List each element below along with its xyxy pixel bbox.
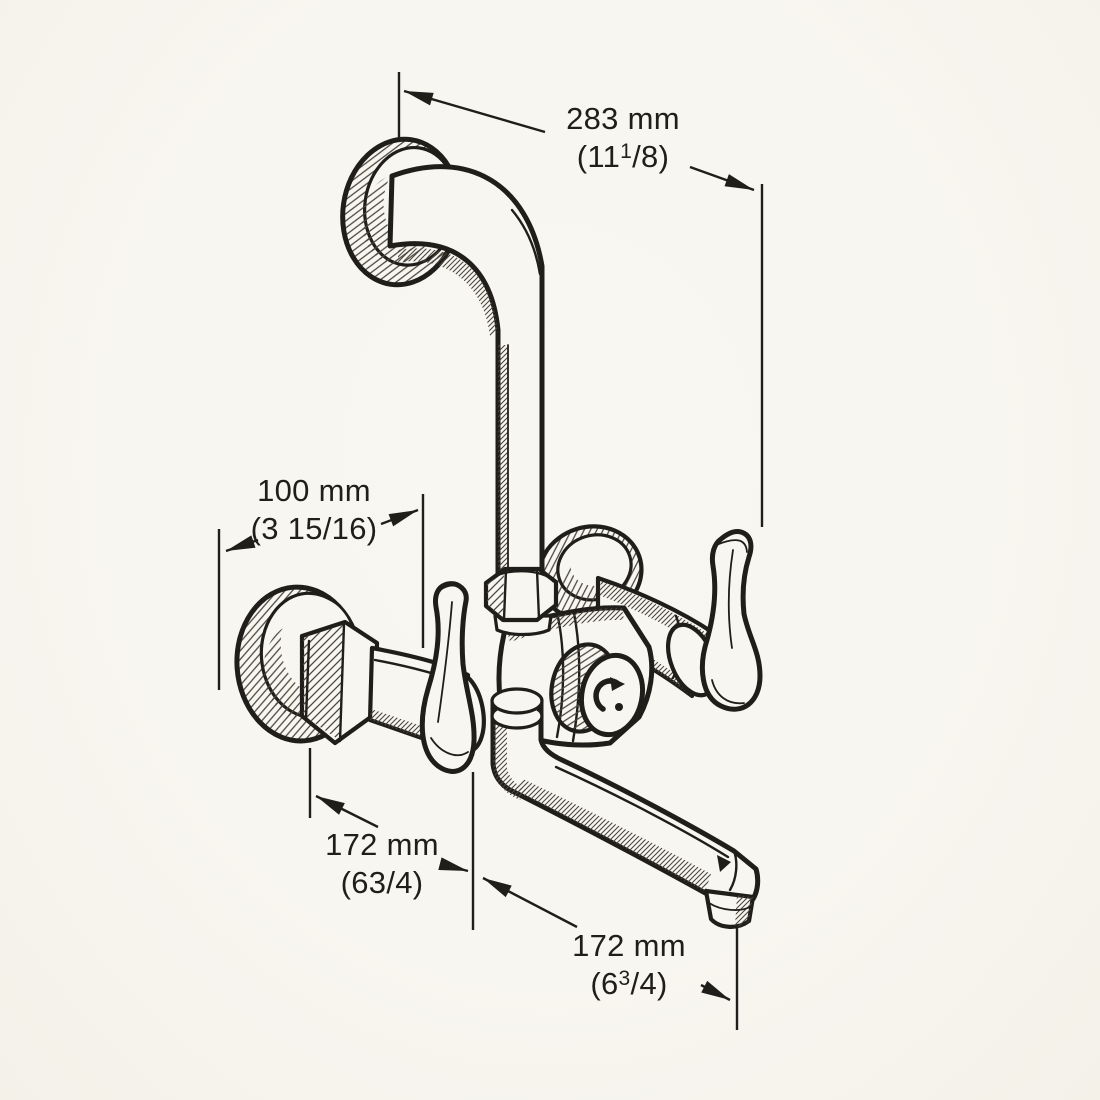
diverter-cap	[549, 642, 646, 738]
imperial-prefix: (6	[590, 966, 619, 1001]
dimension-metric-value: 172 mm	[572, 928, 686, 963]
riser-hex-nut	[483, 566, 559, 637]
dim-leader-arrow	[700, 980, 731, 1002]
dimension-label-wall-centers: 100 mm (3 15/16)	[251, 472, 378, 552]
dim-leader-arrow	[380, 508, 419, 527]
dimension-lines	[217, 72, 764, 1030]
imperial-suffix: 3/4)	[368, 865, 424, 900]
imperial-superscript: 1	[620, 140, 633, 163]
right-lever-handle	[699, 529, 763, 712]
cap-face	[578, 652, 646, 738]
lever-blade	[419, 581, 477, 774]
dimension-label-spout-length: 172 mm (63/4)	[572, 927, 686, 1007]
dimension-metric-value: 100 mm	[257, 473, 371, 508]
dim-leader-arrow	[225, 535, 259, 553]
spout	[490, 687, 761, 929]
dimension-imperial-value: (63/4)	[572, 965, 686, 1007]
riser-pipe	[387, 164, 545, 588]
imperial-prefix: (3 15/16	[250, 511, 367, 546]
dimension-metric-value: 283 mm	[566, 101, 680, 136]
imperial-suffix: )	[366, 511, 378, 546]
dimension-imperial-value: (3 15/16)	[251, 510, 378, 552]
left-lever-handle	[419, 581, 477, 774]
dim-leader-arrow	[689, 165, 755, 192]
imperial-prefix: (6	[340, 865, 369, 900]
spout-top-edge	[554, 765, 730, 859]
dim-leader-arrow	[438, 857, 469, 873]
dimension-imperial-value: (63/4)	[325, 864, 439, 906]
dim-leader-arrow	[403, 89, 546, 134]
tube-collar	[490, 687, 544, 715]
left-hex-coupling	[299, 619, 380, 746]
imperial-superscript: 3	[618, 967, 631, 990]
imperial-prefix: (11	[576, 139, 621, 174]
imperial-suffix: /4)	[630, 966, 668, 1001]
dim-leader-arrow	[315, 794, 379, 829]
dimension-label-spout-offset: 172 mm (63/4)	[325, 826, 439, 906]
dimension-imperial-value: (111/8)	[566, 138, 680, 180]
imperial-suffix: /8)	[632, 139, 670, 174]
diverter-arrow-icon	[593, 677, 625, 712]
dim-leader-arrow	[482, 876, 578, 929]
dimension-label-riser-height: 283 mm (111/8)	[566, 100, 680, 180]
pipe-body	[387, 164, 545, 588]
lever-blade	[699, 529, 763, 712]
dimension-metric-value: 172 mm	[325, 827, 439, 862]
